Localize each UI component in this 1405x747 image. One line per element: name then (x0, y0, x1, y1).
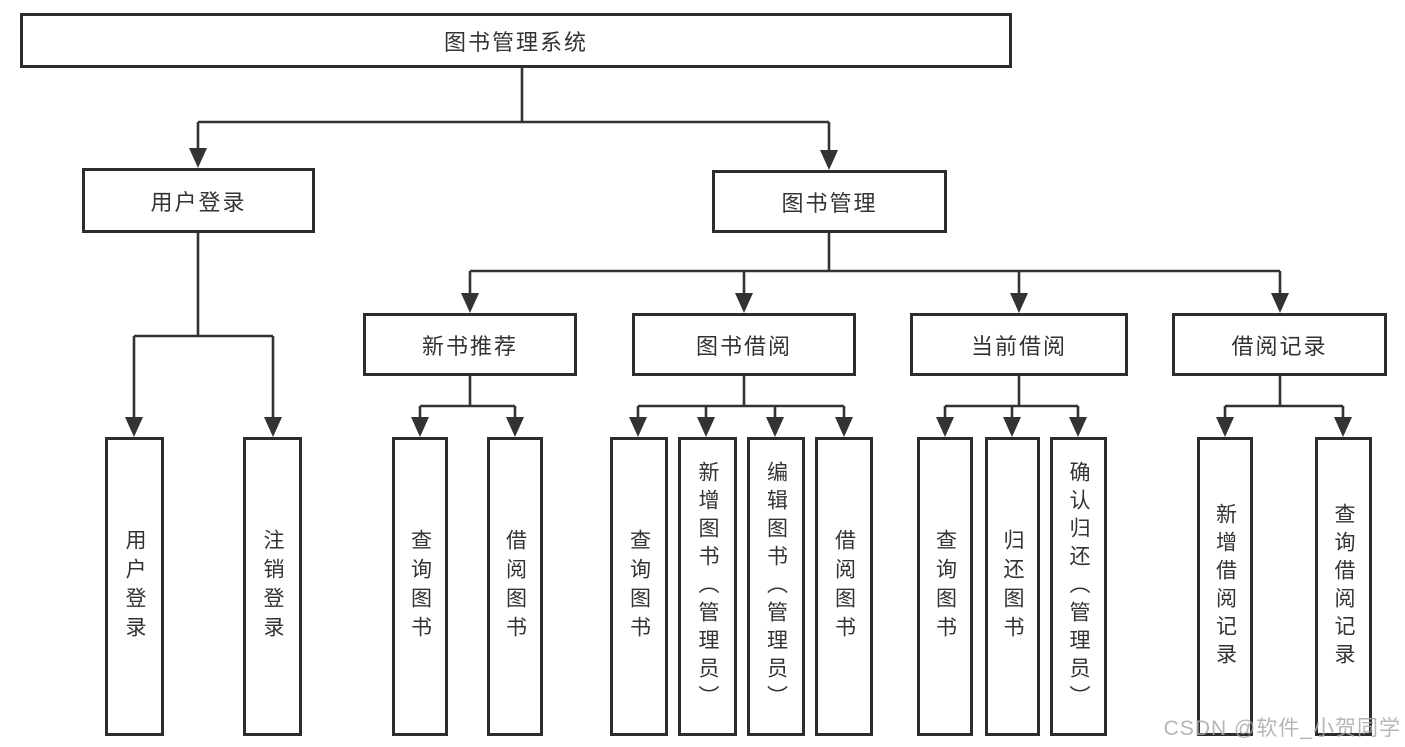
leaf-add-borrow-record: 新增借阅记录 (1197, 437, 1253, 736)
node-new-book-recommend: 新书推荐 (363, 313, 577, 376)
leaf-return-books-label: 归还图书 (1001, 528, 1024, 645)
leaf-confirm-return-admin: 确认归还（管理员） (1050, 437, 1107, 736)
leaf-confirm-return-admin-label: 确认归还（管理员） (1067, 460, 1090, 713)
tree-edges (125, 68, 1352, 437)
leaf-borrow-books-recommend-label: 借阅图书 (503, 528, 527, 645)
leaf-query-books-current: 查询图书 (917, 437, 973, 736)
leaf-edit-books-admin-label: 编辑图书（管理员） (764, 460, 788, 713)
leaf-query-borrow-record-label: 查询借阅记录 (1332, 502, 1355, 671)
leaf-logout: 注销登录 (243, 437, 302, 736)
node-book-management: 图书管理 (712, 170, 947, 233)
leaf-borrow-books-borrowing-label: 借阅图书 (832, 528, 856, 645)
leaf-add-borrow-record-label: 新增借阅记录 (1213, 502, 1237, 671)
leaf-return-books: 归还图书 (985, 437, 1040, 736)
node-borrowing-records: 借阅记录 (1172, 313, 1387, 376)
node-book-borrowing: 图书借阅 (632, 313, 856, 376)
leaf-query-books-borrowing-label: 查询图书 (627, 528, 651, 645)
leaf-borrow-books-recommend: 借阅图书 (487, 437, 543, 736)
leaf-query-books-borrowing: 查询图书 (610, 437, 668, 736)
node-current-borrowing: 当前借阅 (910, 313, 1128, 376)
node-user-login: 用户登录 (82, 168, 315, 233)
leaf-add-books-admin: 新增图书（管理员） (678, 437, 737, 736)
leaf-query-books-recommend: 查询图书 (392, 437, 448, 736)
leaf-add-books-admin-label: 新增图书（管理员） (696, 460, 719, 713)
leaf-query-books-recommend-label: 查询图书 (408, 528, 432, 645)
leaf-user-login: 用户登录 (105, 437, 164, 736)
leaf-query-borrow-record: 查询借阅记录 (1315, 437, 1372, 736)
node-root-library-system: 图书管理系统 (20, 13, 1012, 68)
leaf-edit-books-admin: 编辑图书（管理员） (747, 437, 805, 736)
leaf-logout-label: 注销登录 (261, 528, 284, 645)
leaf-query-books-current-label: 查询图书 (933, 528, 957, 645)
leaf-borrow-books-borrowing: 借阅图书 (815, 437, 873, 736)
leaf-user-login-label: 用户登录 (123, 528, 146, 645)
csdn-watermark: CSDN @软件_小贺同学 (1163, 717, 1401, 740)
